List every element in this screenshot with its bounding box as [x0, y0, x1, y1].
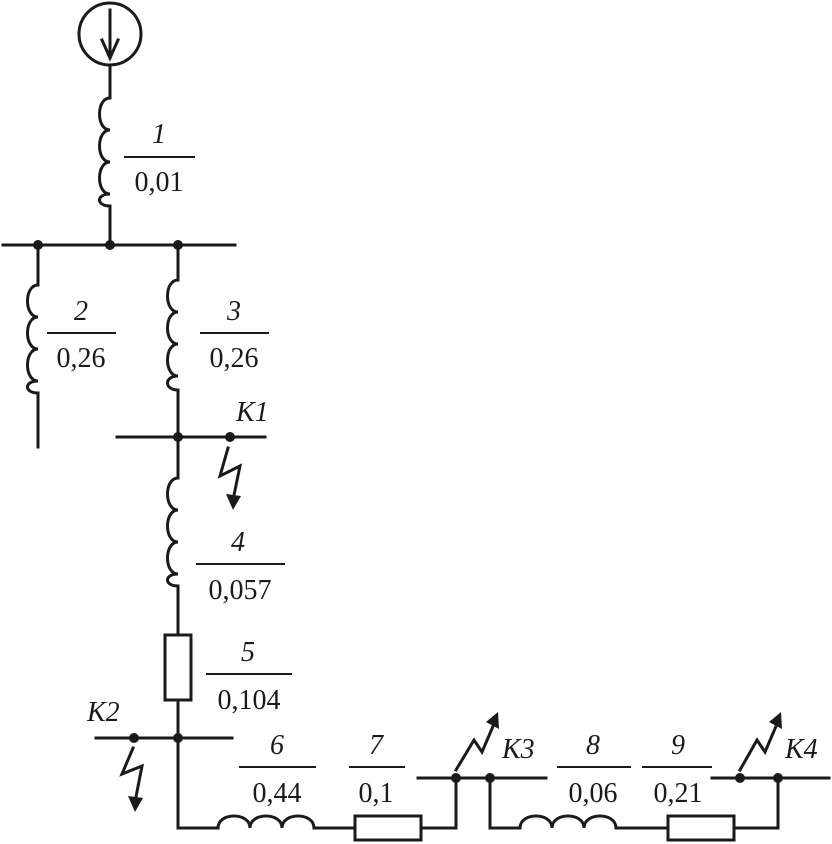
fault-label-k1: K1 — [235, 397, 269, 428]
element-number-6: 6 — [270, 730, 284, 761]
node — [451, 773, 461, 783]
element-value-6: 0,44 — [253, 778, 302, 809]
node — [129, 733, 139, 743]
node — [105, 240, 115, 250]
element-value-4: 0,057 — [209, 575, 272, 606]
inductor-2 — [26, 283, 40, 395]
element-value-5: 0,104 — [218, 685, 281, 716]
inductor-1 — [98, 96, 112, 208]
resistor-5 — [163, 633, 193, 702]
element-value-9: 0,21 — [654, 778, 703, 809]
source-symbol — [77, 1, 143, 67]
resistor-9 — [666, 814, 736, 842]
fault-label-k4: K4 — [784, 734, 818, 765]
inductor-8 — [518, 814, 618, 830]
element-number-3: 3 — [226, 296, 241, 327]
element-value-1: 0,01 — [135, 167, 184, 198]
element-number-9: 9 — [671, 730, 685, 761]
element-value-2: 0,26 — [57, 343, 106, 374]
element-value-3: 0,26 — [210, 343, 259, 374]
node — [773, 773, 783, 783]
element-number-8: 8 — [586, 730, 600, 761]
fault-label-k2: K2 — [86, 697, 120, 728]
element-number-4: 4 — [231, 527, 245, 558]
fault-arrow-k2 — [119, 746, 144, 812]
element-number-7: 7 — [369, 730, 384, 761]
element-value-7: 0,1 — [359, 778, 394, 809]
fault-arrow-k4 — [737, 712, 782, 773]
element-number-2: 2 — [74, 296, 88, 327]
inductor-4 — [166, 476, 180, 588]
fault-arrow-k3 — [453, 712, 499, 773]
element-number-1: 1 — [152, 119, 166, 150]
element-number-5: 5 — [241, 637, 255, 668]
node — [735, 773, 745, 783]
element-value-8: 0,06 — [569, 778, 618, 809]
inductor-6 — [216, 814, 316, 830]
node — [225, 432, 235, 442]
resistor-7 — [353, 814, 423, 842]
fault-label-k3: K3 — [501, 734, 535, 765]
inductor-3 — [166, 278, 180, 392]
fault-arrow-k1 — [217, 446, 243, 510]
